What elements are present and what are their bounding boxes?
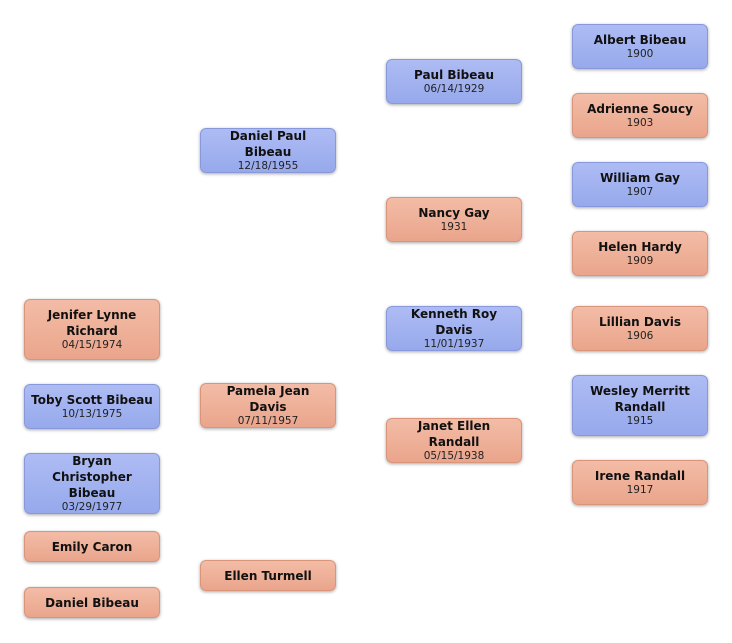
person-date: 1915	[626, 415, 654, 427]
person-name: Kenneth Roy Davis	[410, 307, 498, 337]
person-date: 1917	[626, 484, 654, 496]
person-name: William Gay	[600, 171, 680, 185]
person-name: Ellen Turmell	[224, 568, 312, 583]
person-name: Nancy Gay	[418, 206, 490, 220]
person-date: 1903	[626, 117, 654, 129]
person-date: 12/18/1955	[237, 160, 299, 172]
person-name: Emily Caron	[51, 539, 133, 554]
person-date: 05/15/1938	[423, 450, 485, 462]
person-date: 1907	[626, 186, 654, 198]
person-name: Pamela Jean Davis	[226, 384, 310, 414]
person-date: 1900	[626, 48, 654, 60]
person-name: Jenifer Lynne Richard	[47, 308, 137, 338]
person-date: 07/11/1957	[237, 415, 299, 427]
person-name: Helen Hardy	[598, 240, 682, 254]
person-date: 03/29/1977	[61, 501, 123, 513]
person-name: Lillian Davis	[598, 315, 682, 329]
person-name: Adrienne Soucy	[587, 102, 693, 116]
person-date: 06/14/1929	[423, 83, 485, 95]
person-name: Bryan Christopher Bibeau	[52, 454, 132, 500]
person-date: 10/13/1975	[61, 408, 123, 420]
person-name: Albert Bibeau	[593, 33, 687, 47]
person-name: Irene Randall	[594, 469, 686, 483]
person-name: Janet Ellen Randall	[417, 419, 491, 449]
person-date: 04/15/1974	[61, 339, 123, 351]
person-date: 1931	[440, 221, 468, 233]
person-name: Daniel Bibeau	[45, 595, 139, 610]
person-name: Wesley Merritt Randall	[590, 384, 690, 414]
person-date: 1906	[626, 330, 654, 342]
person-card-emily-caron[interactable]: Emily Caron	[24, 531, 160, 562]
person-date: 11/01/1937	[423, 338, 485, 350]
person-card-daniel-bibeau[interactable]: Daniel Bibeau	[24, 587, 160, 618]
person-name: Paul Bibeau	[413, 68, 495, 82]
person-card-ellen-turmell[interactable]: Ellen Turmell	[200, 560, 336, 591]
person-name: Toby Scott Bibeau	[31, 393, 153, 407]
person-name: Daniel Paul Bibeau	[229, 129, 307, 159]
person-date: 1909	[626, 255, 654, 267]
